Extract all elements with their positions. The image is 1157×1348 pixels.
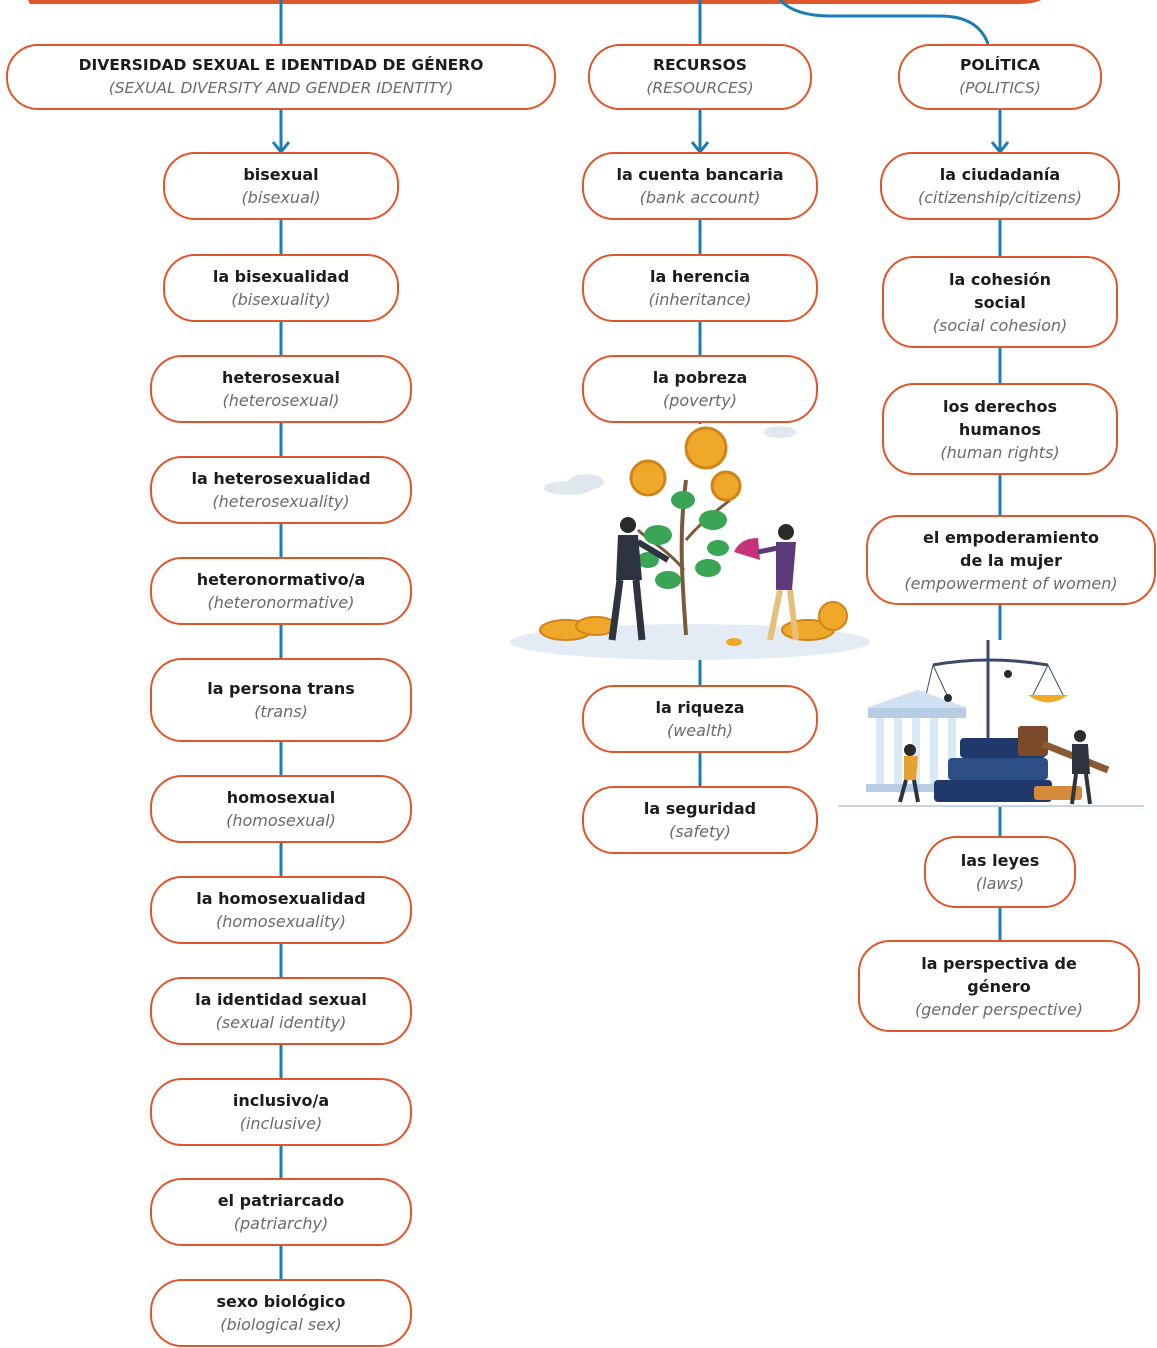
term-node: la perspectiva de género (gender perspec… bbox=[858, 940, 1140, 1032]
term-es: heteronormativo/a bbox=[196, 570, 366, 589]
term-node: la identidad sexual (sexual identity) bbox=[150, 977, 412, 1045]
term-node: la seguridad (safety) bbox=[582, 786, 818, 854]
term-node: la persona trans (trans) bbox=[150, 658, 412, 742]
term-es: homosexual bbox=[226, 788, 336, 807]
term-en: (patriarchy) bbox=[233, 1214, 329, 1233]
term-node: la cuenta bancaria (bank account) bbox=[582, 152, 818, 220]
header-diversity-en: (SEXUAL DIVERSITY AND GENDER IDENTITY) bbox=[108, 79, 454, 97]
term-en: (citizenship/citizens) bbox=[918, 188, 1082, 207]
term-es: la cuenta bancaria bbox=[616, 165, 784, 184]
money-tree-illustration bbox=[510, 426, 870, 660]
term-es: inclusivo/a bbox=[232, 1091, 330, 1110]
header-politics: POLÍTICA (POLITICS) bbox=[898, 44, 1102, 110]
term-es: el empoderamiento de la mujer bbox=[923, 527, 1099, 570]
term-es: la riqueza bbox=[655, 698, 745, 717]
term-en: (inclusive) bbox=[239, 1114, 323, 1133]
term-es: los derechos humanos bbox=[942, 396, 1057, 439]
term-es: las leyes bbox=[960, 851, 1040, 870]
header-resources-en: (RESOURCES) bbox=[646, 79, 754, 97]
term-es: la identidad sexual bbox=[195, 990, 367, 1009]
justice-scales-illustration bbox=[838, 640, 1144, 807]
term-node: inclusivo/a (inclusive) bbox=[150, 1078, 412, 1146]
term-en: (bank account) bbox=[639, 188, 761, 207]
term-en: (inheritance) bbox=[648, 290, 752, 309]
term-node: homosexual (homosexual) bbox=[150, 775, 412, 843]
term-es: la ciudadanía bbox=[939, 165, 1061, 184]
term-en: (gender perspective) bbox=[914, 999, 1084, 1019]
term-en: (laws) bbox=[975, 874, 1025, 893]
term-es: el patriarcado bbox=[217, 1191, 345, 1210]
term-node: la herencia (inheritance) bbox=[582, 254, 818, 322]
term-es: la cohesión social bbox=[949, 269, 1051, 312]
header-diversity-es: DIVERSIDAD SEXUAL E IDENTIDAD DE GÉNERO bbox=[78, 56, 484, 74]
term-en: (biological sex) bbox=[220, 1315, 342, 1334]
header-politics-es: POLÍTICA bbox=[960, 56, 1040, 74]
header-resources-es: RECURSOS bbox=[653, 56, 747, 74]
term-es: la perspectiva de género bbox=[921, 953, 1077, 996]
term-node: el empoderamiento de la mujer (empowerme… bbox=[866, 515, 1156, 605]
term-en: (human rights) bbox=[940, 442, 1060, 462]
term-en: (sexual identity) bbox=[215, 1013, 347, 1032]
term-node: heterosexual (heterosexual) bbox=[150, 355, 412, 423]
term-node: las leyes (laws) bbox=[924, 836, 1076, 908]
term-en: (social cohesion) bbox=[932, 315, 1068, 335]
term-node: sexo biológico (biological sex) bbox=[150, 1279, 412, 1347]
term-en: (wealth) bbox=[666, 721, 734, 740]
term-node: la bisexualidad (bisexuality) bbox=[163, 254, 399, 322]
header-resources: RECURSOS (RESOURCES) bbox=[588, 44, 812, 110]
term-en: (homosexuality) bbox=[215, 912, 346, 931]
term-en: (empowerment of women) bbox=[904, 573, 1118, 593]
term-node: la heterosexualidad (heterosexuality) bbox=[150, 456, 412, 524]
term-node: la pobreza (poverty) bbox=[582, 355, 818, 423]
term-es: la bisexualidad bbox=[212, 267, 350, 286]
term-node: la riqueza (wealth) bbox=[582, 685, 818, 753]
term-es: bisexual bbox=[243, 165, 319, 184]
term-node: el patriarcado (patriarchy) bbox=[150, 1178, 412, 1246]
term-en: (bisexuality) bbox=[231, 290, 331, 309]
term-es: la heterosexualidad bbox=[191, 469, 371, 488]
term-es: la persona trans bbox=[207, 679, 355, 698]
term-node: la homosexualidad (homosexuality) bbox=[150, 876, 412, 944]
term-node: la ciudadanía (citizenship/citizens) bbox=[880, 152, 1120, 220]
term-es: la seguridad bbox=[643, 799, 757, 818]
term-en: (trans) bbox=[254, 702, 308, 721]
term-es: sexo biológico bbox=[216, 1292, 346, 1311]
term-node: la cohesión social (social cohesion) bbox=[882, 256, 1118, 348]
header-politics-en: (POLITICS) bbox=[959, 79, 1041, 97]
term-en: (heteronormative) bbox=[207, 593, 355, 612]
term-node: heteronormativo/a (heteronormative) bbox=[150, 557, 412, 625]
term-node: los derechos humanos (human rights) bbox=[882, 383, 1118, 475]
header-diversity: DIVERSIDAD SEXUAL E IDENTIDAD DE GÉNERO … bbox=[6, 44, 556, 110]
top-banner-bar bbox=[28, 0, 1042, 4]
term-es: la herencia bbox=[650, 267, 750, 286]
term-en: (homosexual) bbox=[226, 811, 336, 830]
term-es: la homosexualidad bbox=[196, 889, 366, 908]
term-en: (bisexual) bbox=[241, 188, 321, 207]
term-en: (heterosexual) bbox=[222, 391, 340, 410]
term-es: la pobreza bbox=[652, 368, 748, 387]
term-en: (safety) bbox=[669, 822, 731, 841]
term-en: (heterosexuality) bbox=[212, 492, 350, 511]
term-node: bisexual (bisexual) bbox=[163, 152, 399, 220]
term-en: (poverty) bbox=[662, 391, 738, 410]
term-es: heterosexual bbox=[222, 368, 340, 387]
